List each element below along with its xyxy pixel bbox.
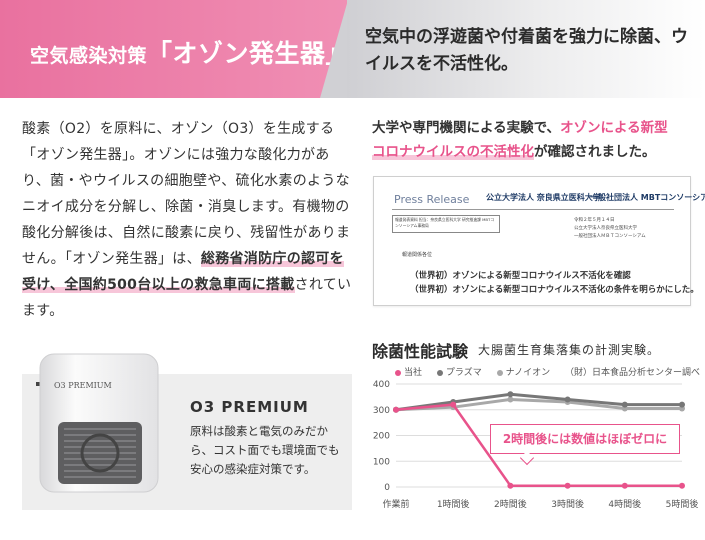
series-line-0: [395, 403, 682, 487]
legend-item-nanoion: ナノイオン: [496, 368, 557, 378]
header-title-prefix: 空気感染対策: [30, 45, 148, 67]
research-highlight-1: オゾンによる新型: [560, 120, 668, 136]
header-tagline: 空気中の浮遊菌や付着菌を強力に除菌、ウイルスを不活性化。: [365, 27, 688, 74]
press-issuer-1: 公立大学法人奈良県立医科大学: [574, 226, 637, 231]
intro-text-end: されています。: [22, 277, 352, 319]
header-banner: 空気感染対策「オゾン発生器」: [0, 0, 351, 98]
series-1-point-4: [621, 401, 628, 408]
x-tick-label-4: 4時間後: [608, 498, 641, 510]
y-tick-label-4: 400: [373, 380, 390, 390]
header-divider: [320, 0, 348, 98]
product-description: 原料は酸素と電気のみだから、コスト面でも環境面でも安心の感染症対策です。: [190, 424, 340, 476]
research-note: 大学や専門機関による実験で、オゾンによる新型 コロナウイルスの不活性化が確認され…: [372, 116, 697, 164]
y-tick-label-2: 200: [373, 432, 390, 442]
chart-legend: 当社 プラズマ ナノイオン （財）日本食品分析センター調べ: [395, 365, 705, 378]
header-title: 空気感染対策「オゾン発生器」: [30, 34, 351, 70]
research-highlight-2: コロナウイルスの不活性化: [372, 144, 534, 160]
intro-text: 酸素（O2）を原料に、オゾン（O3）を生成する「オゾン発生器」。オゾンには強力な…: [22, 121, 351, 267]
press-recipients: 報道関係各位: [402, 252, 433, 258]
x-tick-label-5: 5時間後: [666, 498, 699, 510]
legend-label-plasma: プラズマ: [445, 368, 482, 378]
chart-title: 除菌性能試験: [372, 342, 469, 361]
series-0-point-3: [564, 482, 571, 489]
series-0-point-4: [621, 482, 628, 489]
header-tagline-panel: 空気中の浮遊菌や付着菌を強力に除菌、ウイルスを不活性化。: [347, 0, 705, 98]
y-tick-label-0: 0: [384, 483, 390, 493]
press-date-block: 令和２年５月１４日 公立大学法人奈良県立医科大学 一般社団法人ＭＢＴコンソーシア…: [574, 217, 684, 241]
chart-callout: 2時間後には数値はほぼゼロに: [490, 424, 680, 454]
y-tick-label-3: 300: [373, 406, 390, 416]
press-issuer-2: 一般社団法人ＭＢＴコンソーシアム: [574, 234, 646, 239]
research-text-1: 大学や専門機関による実験で、: [372, 120, 561, 136]
x-tick-label-2: 2時間後: [494, 498, 527, 510]
press-release-image: Press Release 公立大学法人 奈良県立医科大学 一般社団法人 MBT…: [373, 176, 705, 306]
y-tick-label-1: 100: [373, 457, 390, 467]
device-label: O3 PREMIUM: [54, 381, 112, 390]
series-line-2: [395, 397, 682, 412]
x-tick-label-0: 作業前: [382, 498, 409, 510]
series-line-1: [395, 392, 682, 412]
press-title: Press Release: [394, 193, 470, 206]
ozone-generator-image: O3 PREMIUM: [36, 353, 159, 493]
series-0-point-5: [679, 482, 685, 489]
intro-paragraph: 酸素（O2）を原料に、オゾン（O3）を生成する「オゾン発生器」。オゾンには強力な…: [22, 116, 352, 324]
research-text-2: が確認されました。: [534, 144, 656, 160]
press-contact-box: 報道発表資料 担当：奈良県立医科大学 研究推進課 MBTコンソーシアム事務局: [392, 215, 500, 233]
legend-item-plasma: プラズマ: [436, 368, 488, 378]
x-tick-label-3: 3時間後: [551, 498, 584, 510]
header-title-main: 「オゾン発生器」: [147, 39, 352, 68]
chart-subtitle: 大腸菌生育集落集の計測実験。: [478, 343, 661, 357]
sterilization-chart: 0 100 200 300 400 作業前 1時間後 2時間後 3時間後 4時間後 5時間後: [373, 380, 699, 510]
legend-dot-nanoion: [496, 369, 503, 376]
press-divider: [392, 209, 674, 210]
series-2-point-2: [507, 396, 514, 403]
press-date: 令和２年５月１４日: [574, 218, 615, 223]
series-1-point-5: [679, 401, 685, 408]
series-1-point-2: [507, 391, 514, 398]
legend-label-ours: 当社: [404, 368, 423, 378]
product-name: O3 PREMIUM: [190, 398, 309, 416]
series-0-point-1: [450, 401, 457, 408]
press-headline-2: （世界初）オゾンによる新型コロナウイルス不活化の条件を明らかにした。: [410, 285, 699, 295]
series-0-point-2: [507, 482, 514, 489]
press-headline-1: （世界初）オゾンによる新型コロナウイルス不活化を確認: [410, 271, 631, 281]
legend-dot-ours: [395, 369, 401, 376]
legend-dot-plasma: [436, 369, 443, 376]
series-1-point-3: [564, 396, 571, 403]
press-org-2: 一般社団法人 MBTコンソーシアム: [590, 193, 705, 202]
legend-item-ours: 当社: [395, 368, 428, 378]
legend-label-nanoion: ナノイオン: [505, 368, 551, 378]
series-0-point-0: [393, 406, 399, 413]
chart-source: （財）日本食品分析センター調べ: [565, 368, 701, 378]
x-tick-label-1: 1時間後: [437, 498, 470, 510]
press-org-1: 公立大学法人 奈良県立医科大学: [486, 193, 601, 202]
